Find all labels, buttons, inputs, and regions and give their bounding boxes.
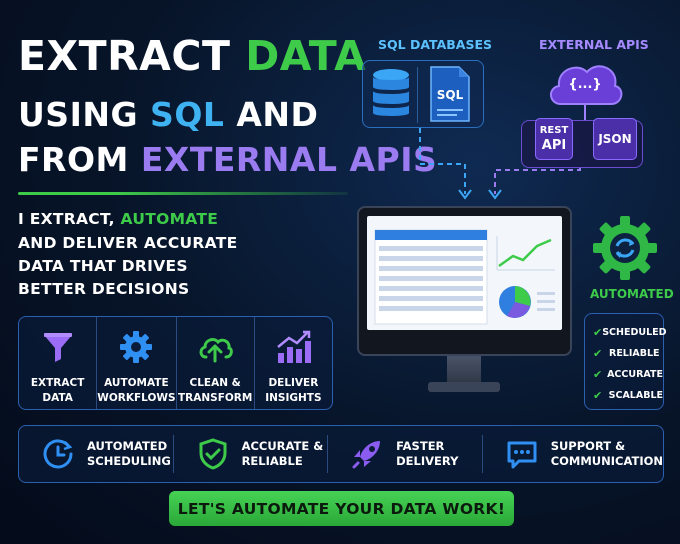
sql-databases-header: SQL DATABASES	[378, 37, 493, 52]
headline-text: AND	[224, 95, 319, 134]
dashboard-illustration	[374, 229, 555, 325]
api-label: API	[541, 138, 567, 153]
chat-icon	[507, 441, 537, 469]
headline-line-2: USING SQL AND	[18, 98, 318, 131]
rocket-icon	[352, 441, 381, 469]
dashboard-screen	[367, 216, 562, 330]
headline-highlight: SQL	[150, 95, 225, 134]
subtitle-line-1: I EXTRACT, AUTOMATE	[18, 210, 218, 228]
sql-separator	[417, 67, 418, 123]
headline-divider	[18, 192, 348, 195]
headline-text: USING	[18, 95, 151, 134]
api-cloud-label: {...}	[568, 77, 602, 92]
shield-check-icon	[199, 438, 227, 470]
sql-databases-panel: SQL	[362, 60, 484, 128]
api-connector	[584, 104, 586, 120]
cta-button[interactable]: LET'S AUTOMATE YOUR DATA WORK!	[169, 491, 514, 526]
automated-gear-icon	[593, 216, 657, 280]
json-card	[593, 118, 637, 160]
cloud-icon	[550, 65, 623, 105]
gear-icon	[120, 331, 153, 363]
check-icon: ✔	[593, 389, 603, 402]
monitor	[357, 206, 572, 356]
subtitle-highlight: AUTOMATE	[120, 210, 219, 228]
automated-checklist: ✔SCHEDULED ✔RELIABLE ✔ACCURATE ✔SCALABLE	[584, 313, 667, 410]
subtitle-text: I EXTRACT,	[18, 210, 121, 228]
data-flow-arrows	[419, 128, 581, 200]
check-item: ✔RELIABLE	[593, 347, 660, 360]
headline-line-3: FROM EXTERNAL APIS	[18, 143, 437, 176]
headline-text: FROM	[18, 140, 141, 179]
headline-highlight: DATA	[245, 32, 367, 80]
feature-label: SUPPORT &COMMUNICATION	[550, 439, 664, 468]
service-clean-transform: CLEAN &TRANSFORM	[177, 317, 255, 409]
subtitle-line-2: AND DELIVER ACCURATE	[18, 234, 238, 252]
headline-line-1: EXTRACT DATA	[18, 36, 366, 77]
json-label: JSON	[598, 132, 632, 146]
external-apis-header: EXTERNAL APIS	[539, 37, 649, 52]
service-label: CLEAN &TRANSFORM	[177, 377, 253, 404]
check-item: ✔SCALABLE	[593, 389, 663, 402]
check-icon: ✔	[593, 368, 603, 381]
sql-file-icon	[430, 66, 470, 122]
check-icon: ✔	[593, 326, 603, 339]
automated-label: AUTOMATED	[590, 287, 674, 301]
cloud-upload-icon	[199, 338, 234, 363]
check-item: ✔SCHEDULED	[593, 326, 667, 339]
bar-chart-icon	[277, 330, 312, 363]
headline-highlight: EXTERNAL APIS	[140, 140, 438, 179]
monitor-base	[428, 382, 500, 392]
sql-file-label: SQL	[436, 88, 464, 102]
check-icon: ✔	[593, 347, 603, 360]
clock-icon	[43, 439, 73, 469]
database-icon	[373, 69, 409, 116]
subtitle-line-4: BETTER DECISIONS	[18, 280, 190, 298]
rest-label: REST	[539, 125, 569, 136]
check-item: ✔ACCURATE	[593, 368, 663, 381]
subtitle-line-3: DATA THAT DRIVES	[18, 257, 188, 275]
rest-api-card	[535, 118, 573, 160]
feature-support-communication: SUPPORT &COMMUNICATION	[483, 435, 663, 473]
feature-accurate-reliable: ACCURATE &RELIABLE	[174, 435, 329, 473]
feature-label: ACCURATE &RELIABLE	[241, 439, 324, 468]
funnel-icon	[43, 333, 72, 362]
headline-text: EXTRACT	[18, 32, 246, 80]
monitor-stand	[447, 356, 481, 384]
